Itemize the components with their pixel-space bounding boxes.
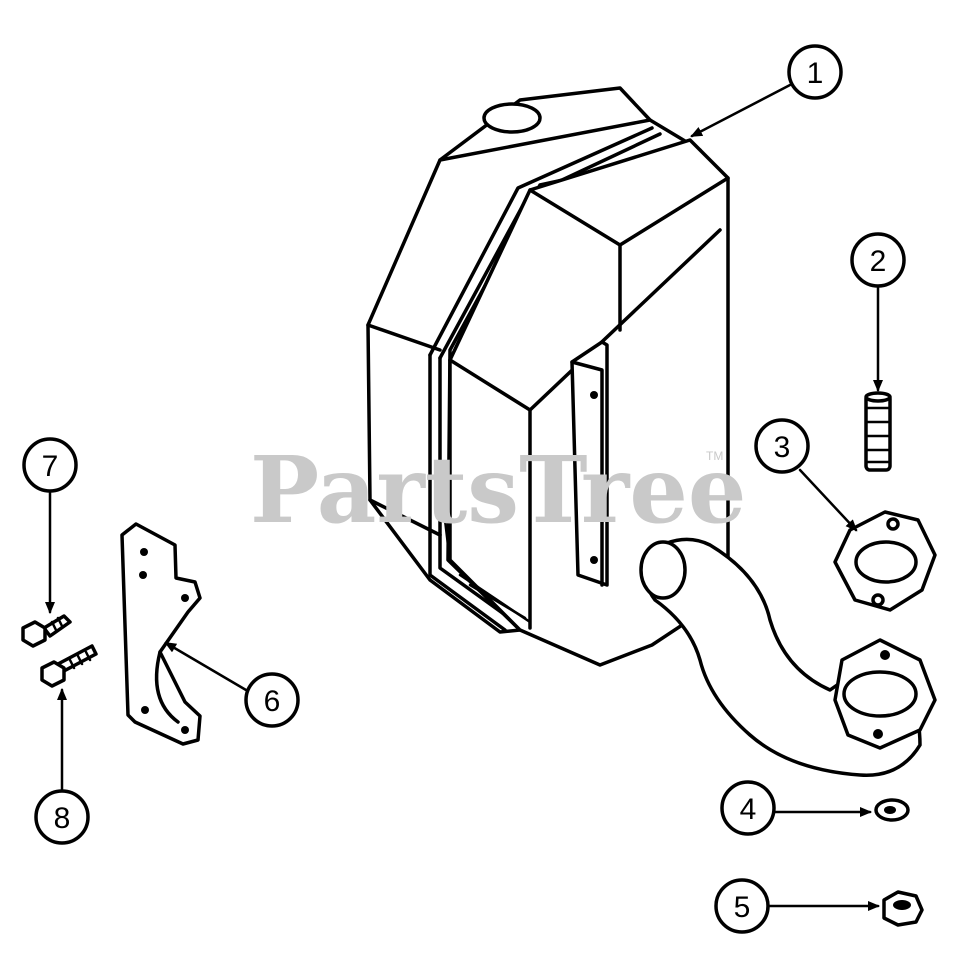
callout-1[interactable]: 1: [690, 44, 843, 138]
stud-part[interactable]: [864, 391, 892, 472]
callout-label-6: 6: [264, 685, 281, 718]
callout-6[interactable]: 6: [164, 641, 300, 728]
callout-label-8: 8: [54, 802, 71, 835]
callout-2[interactable]: 2: [850, 232, 906, 392]
callout-label-3: 3: [774, 431, 791, 464]
callout-label-4: 4: [740, 793, 757, 826]
callout-7[interactable]: 7: [22, 437, 78, 614]
callout-5[interactable]: 5: [714, 878, 880, 934]
callout-8[interactable]: 8: [34, 688, 90, 845]
nut-part[interactable]: [882, 890, 924, 927]
gasket-part[interactable]: [833, 510, 937, 612]
watermark-text: PartsTree: [250, 436, 746, 544]
bracket-part[interactable]: [120, 522, 202, 746]
callout-label-7: 7: [42, 450, 59, 483]
watermark-trademark: TM: [706, 449, 723, 463]
long-bolt-part[interactable]: [40, 644, 98, 688]
callout-3[interactable]: 3: [754, 418, 858, 532]
short-bolt-part[interactable]: [21, 614, 72, 648]
washer-part[interactable]: [874, 798, 910, 822]
callout-label-2: 2: [870, 245, 887, 278]
callout-4[interactable]: 4: [720, 780, 872, 836]
callout-label-5: 5: [734, 891, 751, 924]
muffler-part[interactable]: [366, 86, 937, 777]
callout-label-1: 1: [807, 57, 824, 90]
